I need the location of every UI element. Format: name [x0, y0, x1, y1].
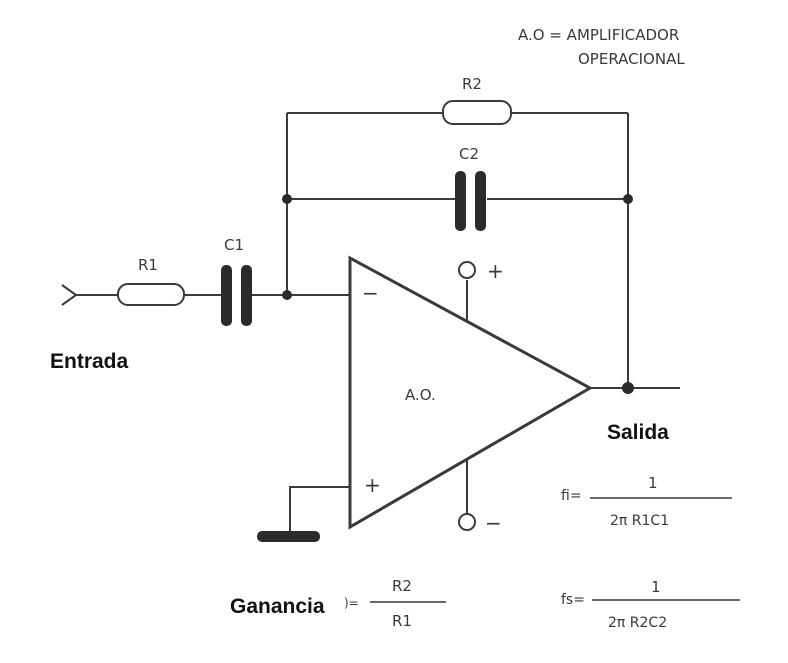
- gain-numerator: R2: [392, 577, 412, 595]
- label-r1: R1: [138, 256, 158, 274]
- label-c1: C1: [224, 236, 244, 254]
- label-output: Salida: [607, 421, 669, 444]
- note-line-1: A.O = AMPLIFICADOR: [518, 26, 679, 44]
- junction-left-c2: [282, 194, 292, 204]
- junction-output: [622, 382, 634, 394]
- note-line-2: OPERACIONAL: [578, 50, 685, 68]
- junction-right-c2: [623, 194, 633, 204]
- junction-inv-node: [282, 290, 292, 300]
- pin-noninverting: +: [364, 473, 381, 497]
- capacitor-c1: [221, 265, 252, 326]
- label-input: Entrada: [50, 350, 129, 373]
- junctions: [282, 194, 634, 394]
- pin-inverting: −: [362, 281, 379, 305]
- opamp-triangle: [348, 255, 594, 530]
- pin-supply-pos: +: [487, 259, 504, 283]
- label-gain: Ganancia: [230, 595, 325, 618]
- supply-pos-terminal: [458, 261, 476, 279]
- input-arrow: [61, 284, 78, 306]
- label-opamp: A.O.: [405, 386, 436, 404]
- label-r2: R2: [462, 75, 482, 93]
- fi-numerator: 1: [648, 474, 658, 492]
- fs-name: fs=: [561, 592, 585, 608]
- fi-denominator: 2π R1C1: [610, 513, 669, 529]
- fi-name: fi=: [561, 488, 582, 504]
- gain-prefix: )=: [344, 596, 359, 610]
- supply-neg-terminal: [458, 513, 476, 531]
- gain-denominator: R1: [392, 612, 412, 630]
- fi-formula: fi= 1 2π R1C1: [561, 474, 732, 529]
- fs-formula: fs= 1 2π R2C2: [561, 578, 740, 631]
- label-c2: C2: [459, 145, 479, 163]
- resistor-r2: [442, 100, 512, 125]
- gain-formula: )= R2 R1: [344, 577, 446, 630]
- fs-denominator: 2π R2C2: [608, 615, 667, 631]
- fs-numerator: 1: [651, 578, 661, 596]
- ground-symbol: [257, 531, 320, 542]
- resistor-r1: [117, 283, 185, 306]
- wire-ground: [289, 486, 350, 536]
- pin-supply-neg: −: [485, 511, 502, 535]
- capacitor-c2: [455, 171, 486, 231]
